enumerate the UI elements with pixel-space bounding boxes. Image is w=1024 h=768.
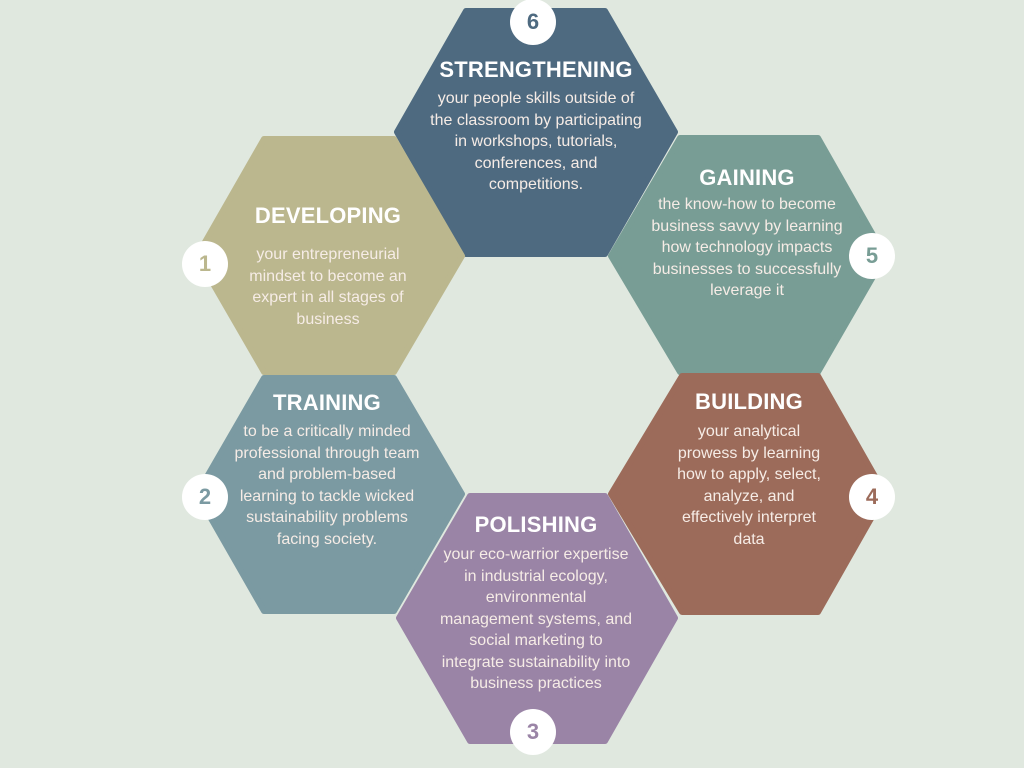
step-2-body: to be a critically minded professional t… [234,423,420,548]
step-6-title: STRENGTHENING [439,57,633,82]
step-1-number-badge: 1 [182,241,228,287]
step-5-body: the know-how to become business savvy by… [651,196,843,299]
step-4-body: your analytical prowess by learning how … [677,423,821,548]
step-3-number-badge: 3 [510,709,556,755]
step-6-number-badge: 6 [510,0,556,45]
hexagon-3 [396,493,678,744]
step-4-content: BUILDING your analytical prowess by lear… [668,389,830,550]
step-5-number-badge: 5 [849,233,895,279]
hexagon-4 [608,373,888,615]
step-5-title: GAINING [699,165,795,190]
step-5-content: GAINING the know-how to become business … [650,165,844,302]
step-3-title: POLISHING [474,512,598,537]
hexagon-6 [394,8,678,257]
step-1-content: DEVELOPING your entrepreneurial mindset … [230,203,426,330]
step-1-body: your entrepreneurial mindset to become a… [249,246,407,328]
step-4-title: BUILDING [695,389,803,414]
step-6-content: STRENGTHENING your people skills outside… [420,57,652,196]
step-2-number-badge: 2 [182,474,228,520]
step-6-body: your people skills outside of the classr… [430,90,642,193]
step-1-title: DEVELOPING [254,203,402,228]
hexagon-5 [608,135,888,375]
step-4-number-badge: 4 [849,474,895,520]
step-3-content: POLISHING your eco-warrior expertise in … [438,512,634,695]
step-2-content: TRAINING to be a critically minded profe… [232,390,422,550]
step-3-body: your eco-warrior expertise in industrial… [439,546,633,692]
step-2-title: TRAINING [273,390,381,415]
